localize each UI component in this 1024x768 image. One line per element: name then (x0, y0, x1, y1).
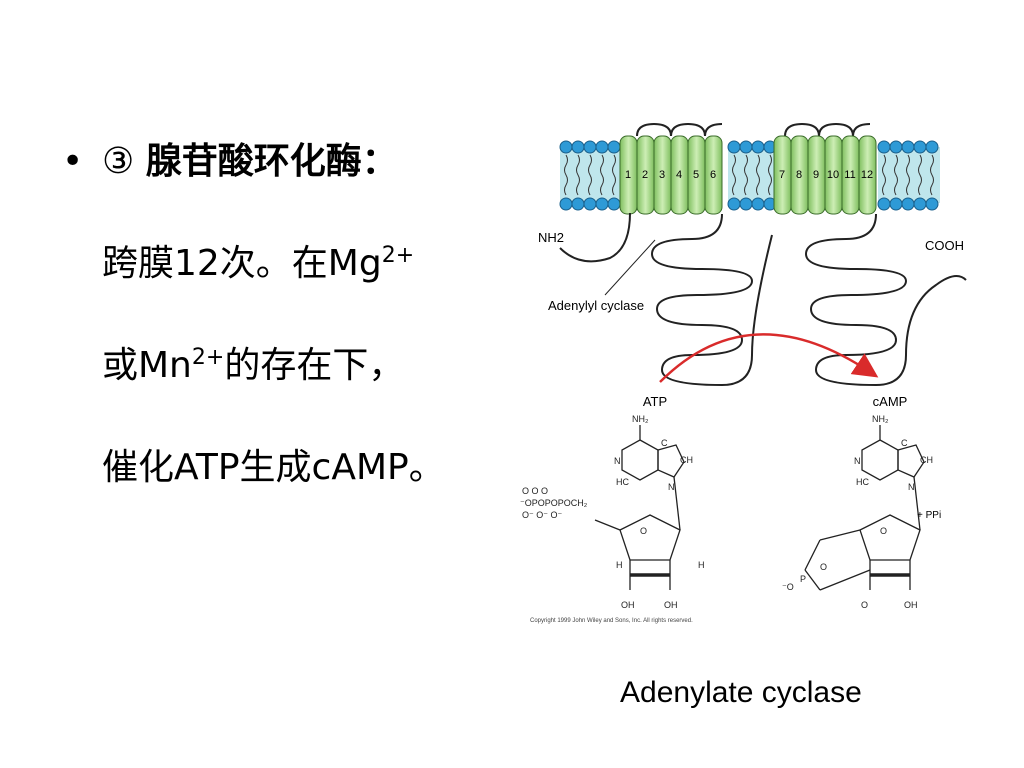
helix-label-8: 8 (796, 169, 802, 181)
helix-label-4: 4 (676, 169, 682, 181)
camp-label: cAMP (873, 394, 908, 409)
svg-text:C: C (901, 438, 908, 448)
helices-group-1 (619, 135, 723, 215)
svg-text:NH₂: NH₂ (632, 414, 649, 424)
enzyme-label: Adenylyl cyclase (548, 298, 644, 313)
helix-label-5: 5 (693, 169, 699, 181)
svg-text:N: N (854, 456, 861, 466)
svg-text:H: H (616, 560, 623, 570)
svg-text:O: O (820, 562, 827, 572)
bullet-number: ③ (102, 141, 135, 182)
svg-text:N: N (668, 482, 675, 492)
cytoplasmic-domains (559, 212, 967, 387)
helix-label-2: 2 (642, 169, 648, 181)
bullet-line-3-b: 的存在下， (224, 345, 405, 386)
svg-text:N: N (908, 482, 915, 492)
svg-text:P: P (800, 574, 806, 584)
svg-text:CH: CH (920, 455, 933, 465)
bullet-line-2-text: 跨膜12次。在Mg (102, 243, 382, 284)
svg-text:O: O (640, 526, 647, 536)
atp-label: ATP (643, 394, 667, 409)
atp-structure (594, 425, 685, 590)
bullet-line-3: 或Mn2+的存在下， (102, 344, 404, 388)
n-terminus-label: NH2 (538, 230, 564, 245)
svg-text:N: N (614, 456, 621, 466)
svg-text:⁻O: ⁻O (782, 582, 794, 592)
bullet-marker: • (62, 141, 84, 182)
camp-atoms: NH₂ N C CH N HC O ⁻O P O O OH (782, 414, 933, 610)
svg-text:NH₂: NH₂ (872, 414, 889, 424)
figure-caption: Adenylate cyclase (620, 676, 862, 709)
helices-group-2 (773, 135, 877, 215)
bullet-title: 腺苷酸环化酶： (145, 141, 398, 182)
svg-text:O O O: O O O (522, 486, 548, 496)
svg-text:OH: OH (664, 600, 678, 610)
svg-text:HC: HC (616, 477, 629, 487)
svg-text:⁻OPOPOPOCH₂: ⁻OPOPOPOCH₂ (520, 498, 588, 508)
helix-label-1: 1 (625, 169, 631, 181)
reaction-arrow (659, 333, 879, 383)
ppi-label: + PPi (917, 510, 941, 521)
helix-label-10: 10 (827, 169, 839, 181)
svg-text:OH: OH (621, 600, 635, 610)
helix-label-11: 11 (844, 169, 855, 181)
camp-structure (804, 425, 925, 591)
extracellular-loops (636, 122, 871, 137)
mg-charge: 2+ (381, 243, 415, 268)
svg-text:HC: HC (856, 477, 869, 487)
helix-label-9: 9 (813, 169, 819, 181)
svg-text:OH: OH (904, 600, 918, 610)
svg-text:CH: CH (680, 455, 693, 465)
bullet-line-3-a: 或Mn (102, 345, 192, 386)
bullet-line-1: ③ 腺苷酸环化酶： (102, 140, 398, 184)
svg-text:C: C (661, 438, 668, 448)
helix-label-6: 6 (710, 169, 716, 181)
membrane-bilayer (559, 140, 940, 211)
svg-text:H: H (698, 560, 705, 570)
mn-charge: 2+ (191, 345, 225, 370)
bullet-line-4: 催化ATP生成cAMP。 (102, 446, 445, 490)
atp-atoms: NH₂ N C CH N HC ⁻OPOPOPOCH₂ O O O O⁻ O⁻ … (520, 414, 705, 610)
copyright-text: Copyright 1999 John Wiley and Sons, Inc.… (530, 618, 693, 624)
helix-label-3: 3 (659, 169, 665, 181)
helix-label-12: 12 (861, 169, 873, 181)
adenylyl-cyclase-figure: 1 2 3 4 5 6 7 8 9 10 11 12 (520, 120, 980, 630)
c-terminus-label: COOH (925, 238, 964, 253)
svg-text:O: O (880, 526, 887, 536)
svg-text:O⁻ O⁻ O⁻: O⁻ O⁻ O⁻ (522, 510, 563, 520)
bullet-line-2: 跨膜12次。在Mg2+ (102, 242, 414, 286)
figure-svg: 1 2 3 4 5 6 7 8 9 10 11 12 (520, 122, 967, 624)
bullet-line-4-text: 催化ATP生成cAMP。 (102, 447, 445, 488)
svg-text:O: O (861, 600, 868, 610)
helix-label-7: 7 (779, 169, 785, 181)
